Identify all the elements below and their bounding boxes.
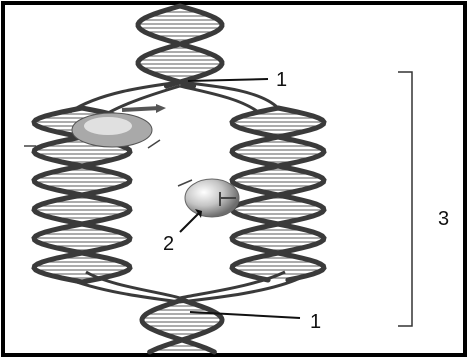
label-origin-bottom: 1	[310, 311, 321, 333]
label-enzyme: 2	[163, 233, 174, 255]
label-replication-bubble: 3	[438, 208, 449, 230]
parental-helix-bottom	[142, 300, 222, 352]
bracket-replication-bubble	[398, 72, 412, 326]
arrow-to-enzyme	[180, 209, 202, 232]
label-origin-top: 1	[276, 69, 287, 91]
leader-line-origin-top	[188, 79, 268, 81]
daughter-helix-right	[232, 108, 324, 280]
leader-line-origin-bottom	[190, 312, 300, 318]
enzyme-sphere	[178, 179, 239, 217]
parental-helix-top	[138, 6, 222, 86]
